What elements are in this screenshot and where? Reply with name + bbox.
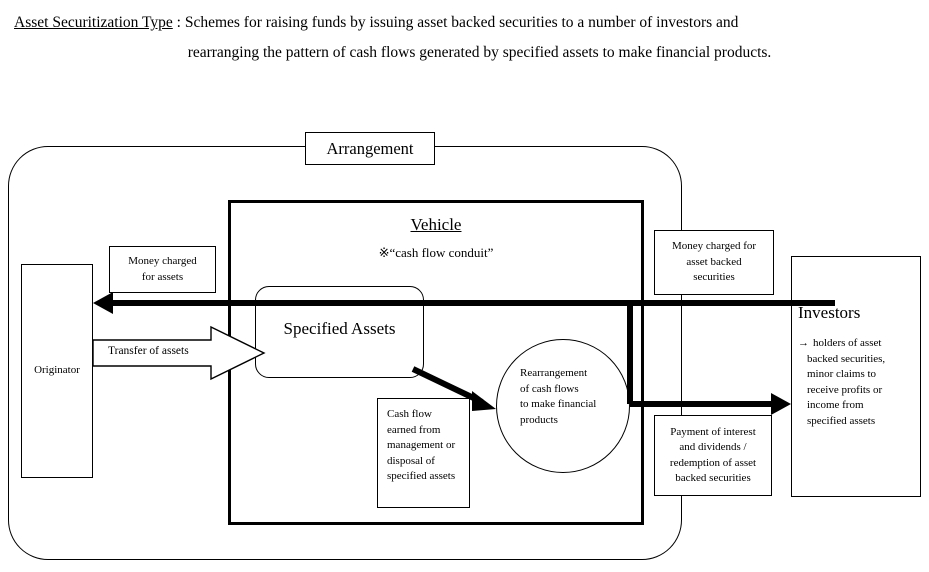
money-for-assets-flow-line (110, 300, 835, 306)
heading-separator: : (172, 14, 185, 31)
money-for-assets-line-2: for assets (141, 270, 184, 283)
investors-desc-line-2: backed securities, (807, 352, 886, 365)
rearrangement-line-1: Rearrangement (520, 367, 588, 379)
payment-line-4: backed securities (675, 472, 751, 484)
rearrangement-line-3: to make financial (520, 398, 597, 410)
cash-flow-earned-box: Cash flow earned from management or disp… (377, 398, 470, 508)
payment-arrowhead (771, 393, 791, 415)
investors-box (791, 256, 921, 497)
arrangement-label: Arrangement (326, 138, 414, 158)
heading-line-1: Asset Securitization Type : Schemes for … (0, 8, 929, 38)
heading-definition-part1: Schemes for raising funds by issuing ass… (184, 14, 739, 31)
specified-assets-label: Specified Assets (283, 319, 396, 338)
rearrangement-line-4: products (520, 413, 558, 426)
cash-flow-line-1: Cash flow (387, 408, 432, 420)
payment-line-2: and dividends / (679, 441, 747, 453)
heading-line-2: rearranging the pattern of cash flows ge… (187, 44, 772, 61)
arrangement-box: Arrangement (305, 132, 435, 165)
money-abs-line-2: asset backed (686, 255, 742, 268)
investors-description: → holders of asset backed securities, mi… (798, 336, 920, 429)
cash-flow-line-4: disposal of (387, 454, 435, 467)
page-title: Asset Securitization Type : Schemes for … (0, 8, 929, 68)
investors-desc-line-3: minor claims to (807, 368, 877, 380)
rearrangement-line-2: of cash flows (520, 382, 579, 395)
money-for-abs-box: Money charged for asset backed securitie… (654, 230, 774, 295)
money-charged-for-assets-box: Money charged for assets (109, 246, 216, 293)
rearrangement-circle-text: Rearrangement of cash flows to make fina… (520, 366, 640, 428)
payment-line-3: redemption of asset (669, 456, 757, 469)
investors-desc-line-4: receive profits or (807, 383, 883, 396)
vehicle-title: Vehicle (410, 215, 462, 234)
rearrangement-circle (496, 339, 630, 473)
money-for-assets-arrowhead (93, 292, 113, 314)
heading-term: Asset Securitization Type (14, 14, 173, 31)
payment-of-interest-text: Payment of interest and dividends / rede… (670, 425, 756, 487)
payment-line-1: Payment of interest (670, 425, 756, 438)
payment-flow-line (630, 401, 780, 407)
money-abs-line-1: Money charged for (671, 240, 757, 253)
investors-arrow-icon: → (798, 337, 809, 349)
cash-flow-line-5: specified assets (387, 470, 456, 482)
investors-desc-line-1: holders of asset (813, 337, 882, 349)
vehicle-to-investors-riser (627, 300, 633, 404)
transfer-of-assets-arrow (92, 325, 266, 381)
money-for-assets-line-1: Money charged (128, 255, 197, 267)
money-for-abs-text: Money charged for asset backed securitie… (672, 239, 756, 286)
originator-label: Originator (34, 364, 80, 377)
money-abs-line-3: securities (693, 271, 735, 284)
cash-flow-line-2: earned from (387, 423, 441, 436)
investors-desc-line-6: specified assets (807, 414, 876, 427)
cash-flow-line-3: management or (387, 439, 456, 451)
transfer-of-assets-label: Transfer of assets (108, 345, 189, 357)
originator-box (21, 264, 93, 478)
vehicle-subtitle: ※“cash flow conduit” (378, 245, 494, 260)
payment-of-interest-box: Payment of interest and dividends / rede… (654, 415, 772, 496)
investors-title: Investors (798, 303, 861, 322)
money-charged-for-assets-text: Money charged for assets (128, 254, 197, 285)
investors-desc-line-5: income from (807, 399, 864, 411)
cash-flow-diagonal-arrow (411, 366, 496, 411)
